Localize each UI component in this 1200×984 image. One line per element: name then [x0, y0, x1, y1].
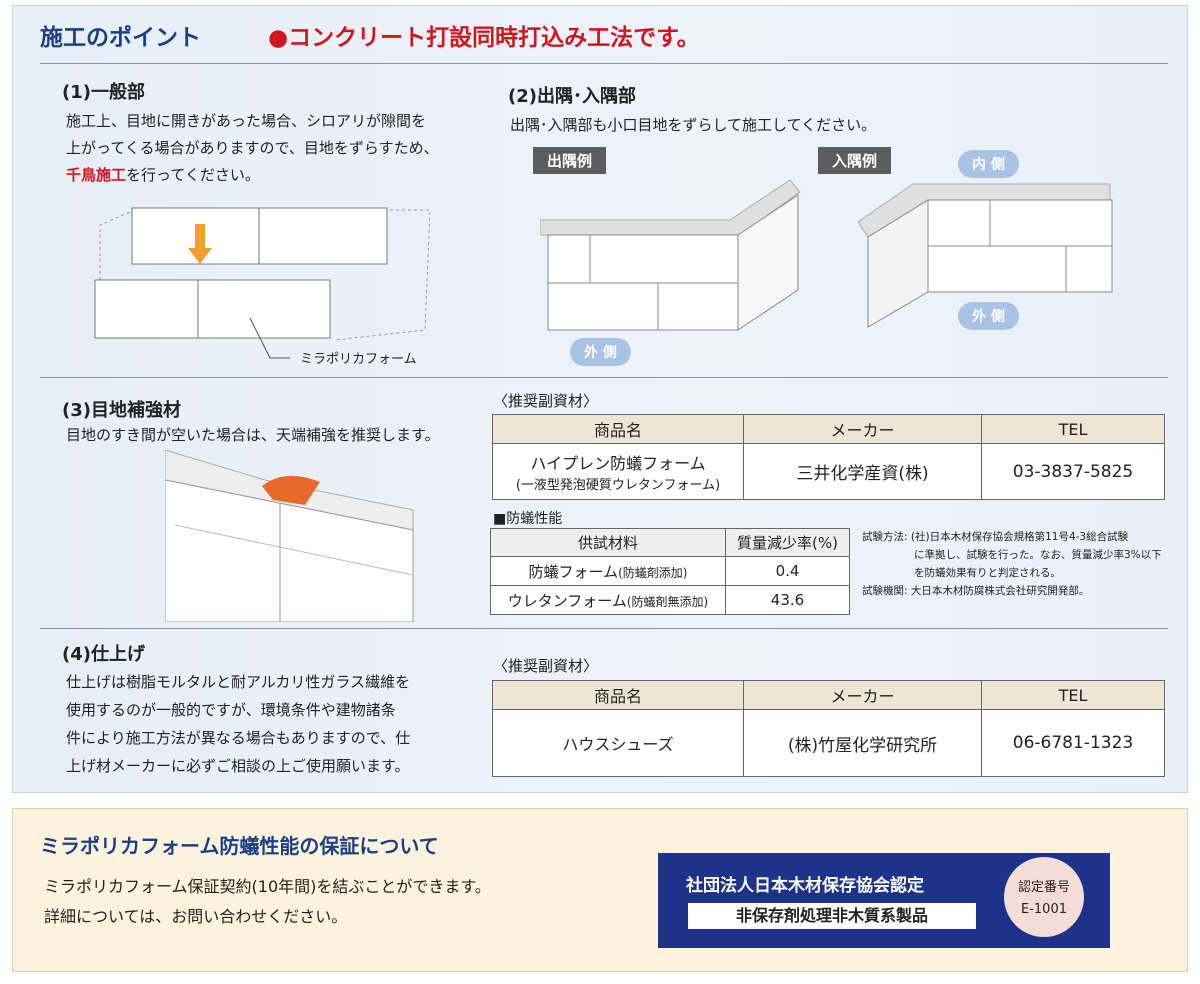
section-4-heading: (4)仕上げ	[62, 644, 145, 665]
warranty-title: ミラポリカフォーム防蟻性能の保証について	[40, 834, 439, 858]
column-header: 質量減少率(%)	[725, 528, 850, 557]
table-row: 防蟻フォーム(防蟻剤添加) 0.4	[490, 556, 850, 586]
product-sub: (一液型発泡硬質ウレタンフォーム)	[515, 478, 721, 493]
loss-rate: 43.6	[725, 585, 850, 615]
label-inside-corner: 入隅例	[818, 147, 892, 174]
column-header: 供試材料	[490, 528, 726, 557]
performance-title: ■防蟻性能	[493, 511, 563, 527]
text-line: 上げ材メーカーに必ずご相談の上ご使用願います。	[66, 757, 410, 775]
divider	[40, 628, 1168, 629]
tel: 03-3837-5825	[981, 443, 1165, 500]
material-name: 防蟻フォーム	[528, 562, 619, 581]
joint-reinforcement-illustration	[165, 450, 414, 622]
note-text: 大日本木材防腐株式会社研究開発部。	[910, 585, 1090, 597]
text-line: 件により施工方法が異なる場合もありますので、仕	[66, 729, 411, 747]
note-label: 試験方法:	[862, 531, 908, 543]
text-line: を行ってください。	[126, 166, 260, 184]
divider	[40, 377, 1168, 378]
arrow-down-icon	[188, 224, 212, 264]
section-1-text: 施工上、目地に開きがあった場合、シロアリが隙間を 上がってくる場合がありますので…	[66, 108, 486, 189]
cert-number-label: 認定番号	[1017, 880, 1070, 895]
maker: (株)竹屋化学研究所	[743, 709, 982, 777]
column-header: メーカー	[743, 414, 982, 444]
section-4-text: 仕上げは樹脂モルタルと耐アルカリ性ガラス繊維を 使用するのが一般的ですが、環境条…	[66, 668, 410, 780]
table-row: ウレタンフォーム(防蟻剤無添加) 43.6	[490, 585, 850, 615]
loss-rate: 0.4	[725, 556, 850, 586]
text-line: 上がってくる場合がありますので、目地をずらすため、	[66, 139, 439, 157]
lead-text: ●コンクリート打設同時打込み工法です。	[268, 25, 700, 51]
text-line: 施工上、目地に開きがあった場合、シロアリが隙間を	[66, 112, 427, 130]
certification-badge: 社団法人日本木材保存協会認定 非保存剤処理非木質系製品 認定番号 E-1001	[658, 853, 1110, 948]
termite-performance-table: 供試材料質量減少率(%) 防蟻フォーム(防蟻剤添加) 0.4 ウレタンフォーム(防…	[490, 528, 850, 615]
warranty-text: ミラポリカフォーム保証契約(10年間)を結ぶことができます。 詳細については、お…	[44, 872, 491, 932]
product-name: ハイプレン防蟻フォーム	[530, 454, 706, 473]
section-2-heading: (2)出隅･入隅部	[508, 86, 636, 107]
text-line: ミラポリカフォーム保証契約(10年間)を結ぶことができます。	[44, 877, 491, 896]
label-outer: 外 側	[570, 338, 631, 366]
cert-title: 社団法人日本木材保存協会認定	[686, 876, 924, 896]
inside-corner-illustration	[858, 183, 1113, 328]
label-outside-corner: 出隅例	[533, 147, 607, 174]
label-outer: 外 側	[958, 302, 1019, 330]
construction-points-panel	[12, 5, 1188, 793]
maker: 三井化学産資(株)	[743, 443, 982, 500]
cert-number: E-1001	[1021, 902, 1067, 917]
column-header: 商品名	[492, 680, 744, 710]
recommended-title: 〈推奨副資材〉	[493, 657, 599, 675]
note-text: を防蟻効果有りと判定される。	[914, 567, 1061, 579]
reinforcement-foam	[262, 475, 320, 505]
section-1-heading: (1)一般部	[62, 82, 145, 103]
note-text: (社)日本木材保存協会規格第11号4-3総合試験	[910, 531, 1129, 543]
section-3-text: 目地のすき間が空いた場合は、天端補強を推奨します。	[66, 426, 440, 444]
text-line: 使用するのが一般的ですが、環境条件や建物諸条	[66, 701, 396, 719]
table-row: ハイプレン防蟻フォーム (一液型発泡硬質ウレタンフォーム) 三井化学産資(株)03-…	[492, 443, 1165, 500]
label-inner: 内 側	[958, 150, 1019, 178]
text-line: 詳細については、お問い合わせください。	[44, 907, 348, 926]
cert-subtitle: 非保存剤処理非木質系製品	[688, 903, 976, 929]
emphasis: 千鳥施工	[66, 166, 127, 184]
section-2-text: 出隅･入隅部も小口目地をずらして施工してください。	[510, 116, 877, 134]
note-label: 試験機関:	[862, 585, 908, 597]
note-text: に準拠し、試験を行った。なお、質量減少率3%以下	[914, 549, 1162, 561]
tel: 06-6781-1323	[981, 709, 1165, 777]
text-line: 仕上げは樹脂モルタルと耐アルカリ性ガラス繊維を	[66, 673, 411, 691]
column-header: TEL	[981, 680, 1165, 710]
material-note: (防蟻剤無添加)	[626, 594, 709, 609]
divider	[40, 63, 1168, 64]
staggered-joint-illustration	[94, 207, 431, 359]
foam-caption: ミラポリカフォーム	[300, 352, 417, 367]
material-note: (防蟻剤添加)	[618, 565, 688, 580]
product-name: ハウスシューズ	[492, 709, 744, 777]
column-header: 商品名	[492, 414, 744, 444]
recommended-title: 〈推奨副資材〉	[493, 392, 599, 410]
outside-corner-illustration	[540, 180, 801, 331]
material-name: ウレタンフォーム	[507, 591, 627, 610]
section-3-heading: (3)目地補強材	[62, 400, 181, 421]
column-header: メーカー	[743, 680, 982, 710]
cert-number-seal: 認定番号 E-1001	[1004, 857, 1084, 937]
page-title: 施工のポイント	[40, 25, 201, 51]
column-header: TEL	[981, 414, 1165, 444]
test-notes: 試験方法: (社)日本木材保存協会規格第11号4-3総合試験 に準拠し、試験を行…	[862, 528, 1182, 600]
